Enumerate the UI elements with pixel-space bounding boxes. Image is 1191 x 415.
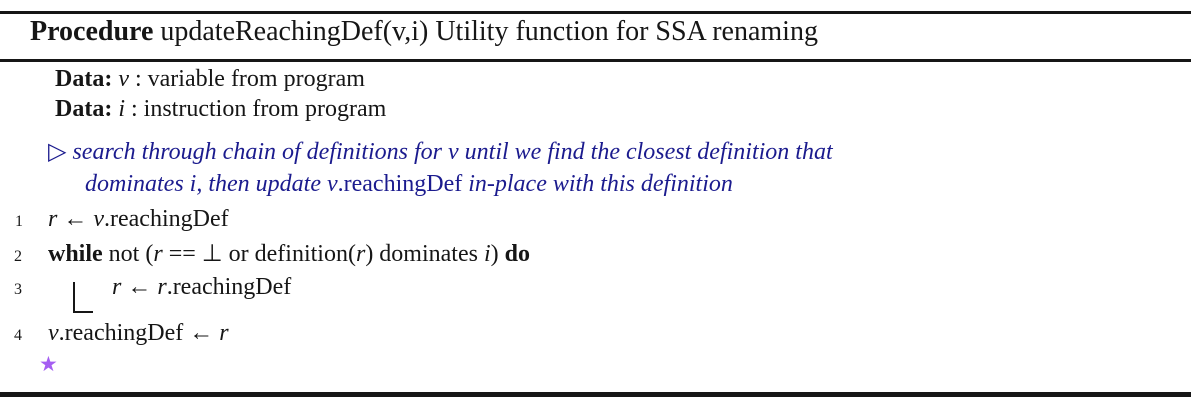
text-segment: ← [57,206,94,232]
text-segment: dominates i, then update v [85,171,338,197]
text-segment: Procedure [30,16,161,47]
text-segment: .reachingDef ← [58,320,220,346]
text-segment: r [153,241,163,267]
text-segment: r [48,206,58,232]
text-segment: v [93,206,104,232]
text-segment: .reachingDef [104,206,229,232]
text-segment: in-place with this definition [462,171,733,197]
text-segment: ← [121,274,158,300]
text-segment: : variable from program [128,66,365,92]
text-segment: r [219,320,229,346]
text-segment: r [112,274,122,300]
star-icon: ★ [39,352,58,376]
code-line-update-reachingdef: v.reachingDef ← r [48,320,229,348]
line-number: 4 [14,327,22,344]
code-line-assign-r: r ← v.reachingDef [48,206,229,234]
text-segment: do [504,241,530,267]
text-segment: while [48,241,103,267]
text-segment: Data: [55,66,119,92]
text-segment: i [118,96,125,122]
text-segment: v [48,320,59,346]
text-segment: v [118,66,129,92]
text-segment: i [483,241,491,267]
top-rule [0,11,1191,14]
comment-line: ▷ search through chain of definitions fo… [48,139,833,167]
line-number: 2 [14,248,22,265]
bottom-rule [0,392,1191,397]
text-segment: search through chain of definitions for … [72,139,833,165]
text-segment: ▷ [48,139,73,165]
code-line-loop-body: r ← r.reachingDef [112,274,291,302]
loop-end-bracket [73,282,93,313]
text-segment: : instruction from program [125,96,387,122]
text-segment: ) [490,241,505,267]
text-segment: updateReachingDef(v,i) Utility function … [160,16,818,47]
text-segment: r [355,241,366,267]
caption-rule [0,59,1191,62]
text-segment: Data: [55,96,119,122]
text-segment: == ⊥ or definition( [162,241,356,267]
code-line-while: while not (r == ⊥ or definition(r) domin… [48,241,530,269]
line-number: 3 [14,281,22,298]
text-segment: ) dominates [365,241,484,267]
data-declaration-v: Data: v : variable from program [55,66,365,94]
text-segment: r [157,274,167,300]
procedure-title: Procedure updateReachingDef(v,i) Utility… [30,16,818,48]
text-segment: .reachingDef [166,274,292,300]
comment-line: dominates i, then update v.reachingDef i… [85,171,733,199]
line-number: 1 [15,213,23,230]
text-segment: not ( [102,241,154,267]
data-declaration-i: Data: i : instruction from program [55,96,386,124]
text-segment: .reachingDef [337,171,463,197]
